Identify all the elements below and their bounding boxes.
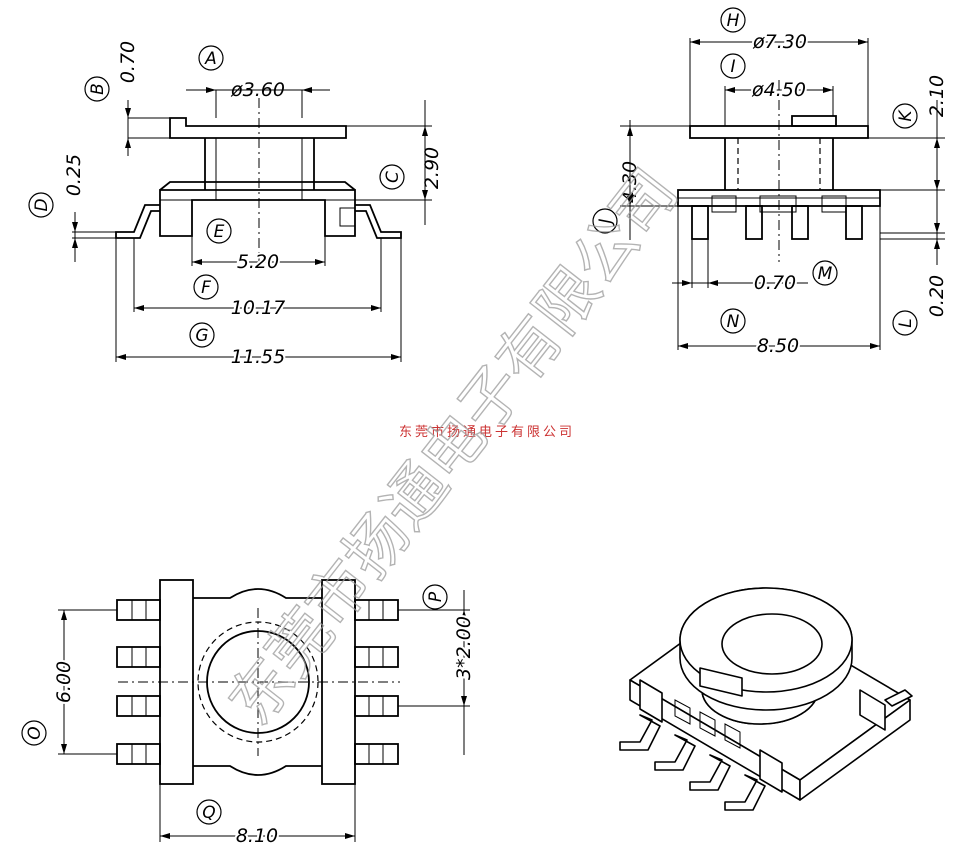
svg-text:M: M <box>818 264 833 284</box>
dim-K-value: 2.10 <box>926 75 948 117</box>
isometric-view <box>619 587 913 811</box>
dim-I-value: ø4.50 <box>751 79 806 101</box>
svg-text:B: B <box>88 83 108 95</box>
dim-C-value: 2.90 <box>421 147 443 189</box>
dim-H-value: ø7.30 <box>752 31 807 53</box>
label-B: B <box>84 76 110 102</box>
dim-P-value: 3*2.00 <box>453 616 475 680</box>
label-E: E <box>206 218 232 244</box>
label-P: P <box>422 584 448 610</box>
svg-text:G: G <box>195 326 208 346</box>
dim-Q-value: 8.10 <box>236 825 278 847</box>
dim-A-value: ø3.60 <box>230 79 285 101</box>
label-L: L <box>892 310 918 336</box>
svg-text:F: F <box>201 278 211 298</box>
company-name-text: 东莞市扬通电子有限公司 <box>399 424 575 440</box>
dim-O-value: 6.00 <box>53 661 75 703</box>
svg-text:K: K <box>896 109 916 122</box>
label-J: J <box>592 208 618 234</box>
dim-N-value: 8.50 <box>757 335 799 357</box>
svg-text:E: E <box>214 222 225 242</box>
svg-text:L: L <box>896 318 916 327</box>
label-G: G <box>189 322 215 348</box>
dim-M-value: 0.70 <box>754 272 796 294</box>
dim-L-value: 0.20 <box>926 275 948 317</box>
svg-text:H: H <box>727 11 740 31</box>
dim-J-value: 4.30 <box>619 161 641 203</box>
dim-G-value: 11.55 <box>231 346 285 368</box>
svg-text:C: C <box>383 171 403 183</box>
label-A: A <box>198 45 224 71</box>
label-I: I <box>720 53 746 79</box>
label-H: H <box>720 7 746 33</box>
side-view <box>72 87 432 362</box>
label-C: C <box>379 164 405 190</box>
svg-text:Q: Q <box>202 803 215 823</box>
svg-text:D: D <box>32 198 52 211</box>
svg-text:N: N <box>727 312 740 332</box>
svg-text:P: P <box>426 591 446 602</box>
front-view <box>620 38 945 350</box>
svg-text:I: I <box>730 57 735 77</box>
top-view <box>58 579 470 842</box>
svg-text:J: J <box>596 218 616 226</box>
dim-B-value: 0.70 <box>117 41 139 83</box>
label-D: D <box>28 192 54 218</box>
label-O: O <box>21 720 47 746</box>
label-N: N <box>720 308 746 334</box>
label-Q: Q <box>196 799 222 825</box>
dim-F-value: 10.17 <box>231 297 285 319</box>
label-M: M <box>812 260 838 286</box>
svg-text:A: A <box>204 49 217 69</box>
dim-D-value: 0.25 <box>63 154 85 196</box>
label-K: K <box>892 103 918 129</box>
dim-E-value: 5.20 <box>237 251 279 273</box>
svg-text:O: O <box>25 726 45 739</box>
label-F: F <box>193 274 219 300</box>
